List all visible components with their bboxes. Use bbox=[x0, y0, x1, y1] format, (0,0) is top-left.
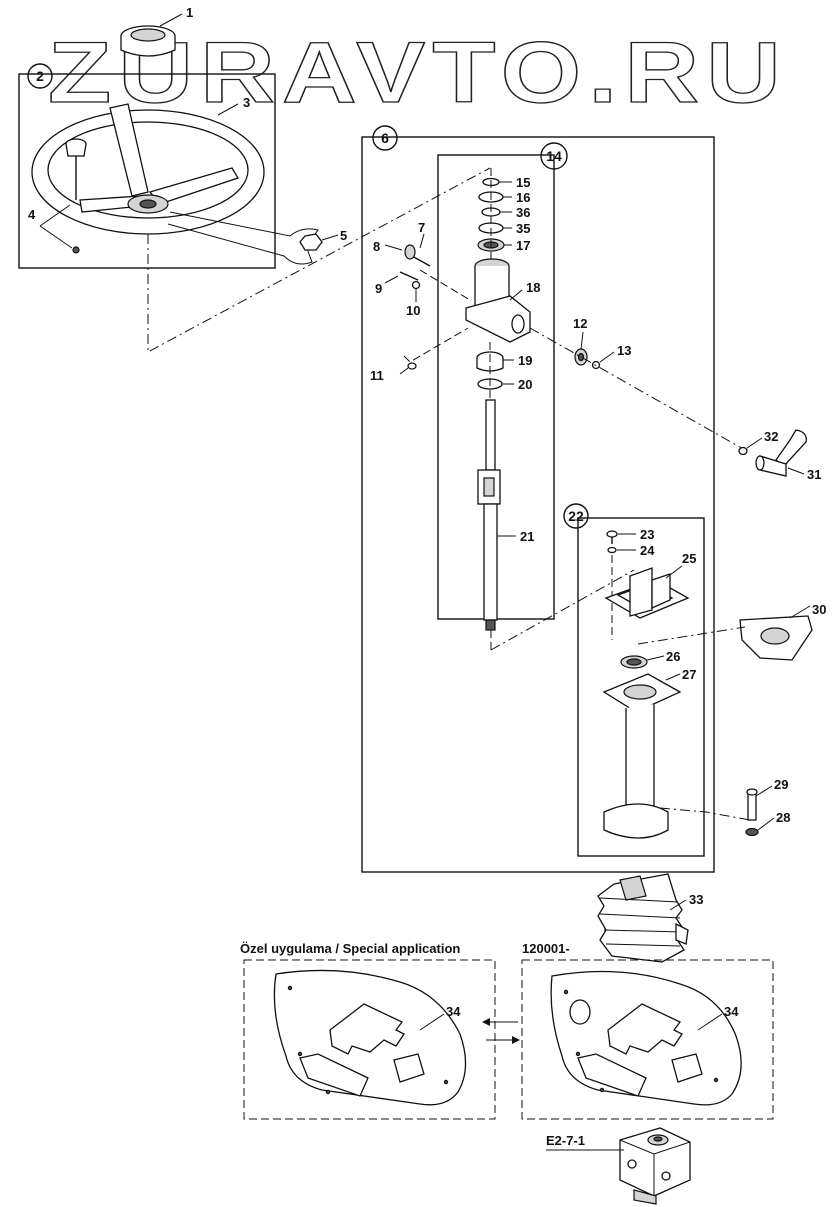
ring-part-20: 20 bbox=[477, 377, 532, 392]
washer-part-28: 28 bbox=[745, 810, 790, 837]
svg-text:12: 12 bbox=[573, 316, 587, 331]
ring-part-35: 35 bbox=[478, 221, 530, 236]
cover-plate-part-34-right: 34 bbox=[550, 970, 742, 1106]
tilt-lever-part-31: 31 bbox=[755, 429, 821, 482]
group-22-frame bbox=[577, 517, 705, 857]
plate-part-30: 30 bbox=[739, 602, 826, 661]
svg-text:5: 5 bbox=[340, 228, 347, 243]
link-lever bbox=[529, 327, 746, 451]
serial-caption: 120001- bbox=[522, 941, 570, 956]
link-pins-housing bbox=[419, 269, 471, 301]
group-14-callout: 14 bbox=[540, 142, 568, 170]
special-application-caption: Özel uygulama / Special application bbox=[240, 941, 460, 956]
svg-text:16: 16 bbox=[516, 190, 530, 205]
svg-text:14: 14 bbox=[546, 148, 562, 164]
svg-text:28: 28 bbox=[776, 810, 790, 825]
svg-text:11: 11 bbox=[370, 368, 384, 383]
link-shaft-base bbox=[490, 569, 635, 651]
svg-text:17: 17 bbox=[516, 238, 530, 253]
screw-part-9: 9 bbox=[375, 271, 419, 296]
spinner-knob: 4 bbox=[28, 138, 87, 254]
valve-reference: E2-7-1 bbox=[546, 1133, 585, 1148]
svg-text:22: 22 bbox=[568, 508, 584, 524]
svg-text:21: 21 bbox=[520, 529, 534, 544]
svg-text:8: 8 bbox=[373, 239, 380, 254]
bolt-part-29: 29 bbox=[746, 777, 788, 821]
svg-text:4: 4 bbox=[28, 207, 36, 222]
svg-text:27: 27 bbox=[682, 667, 696, 682]
group-6-frame bbox=[361, 136, 715, 873]
svg-text:9: 9 bbox=[375, 281, 382, 296]
group-22-callout: 22 bbox=[563, 503, 589, 529]
svg-text:31: 31 bbox=[807, 467, 821, 482]
washer-part-8: 8 bbox=[373, 239, 416, 260]
svg-text:32: 32 bbox=[764, 429, 778, 444]
steering-valve: E2-7-1 bbox=[546, 1127, 691, 1205]
washer-part-10: 10 bbox=[406, 280, 420, 318]
serial-panel-frame bbox=[521, 959, 774, 1120]
link-nut-11 bbox=[403, 327, 469, 363]
svg-text:18: 18 bbox=[526, 280, 540, 295]
steering-shaft-part-21: 21 bbox=[477, 399, 534, 631]
svg-text:20: 20 bbox=[518, 377, 532, 392]
svg-text:19: 19 bbox=[518, 353, 532, 368]
svg-text:26: 26 bbox=[666, 649, 680, 664]
steering-wheel-part-3: 3 bbox=[31, 95, 265, 235]
svg-text:3: 3 bbox=[243, 95, 250, 110]
svg-text:13: 13 bbox=[617, 343, 631, 358]
svg-text:34: 34 bbox=[724, 1004, 739, 1019]
svg-text:29: 29 bbox=[774, 777, 788, 792]
svg-text:6: 6 bbox=[381, 130, 389, 146]
bracket-part-25: 25 bbox=[604, 551, 696, 619]
washer-part-24: 24 bbox=[607, 543, 655, 558]
bearing-part-17: 17 bbox=[477, 238, 530, 253]
svg-text:10: 10 bbox=[406, 303, 420, 318]
svg-text:23: 23 bbox=[640, 527, 654, 542]
svg-text:2: 2 bbox=[36, 68, 44, 84]
svg-text:15: 15 bbox=[516, 175, 530, 190]
ring-part-16: 16 bbox=[478, 190, 530, 205]
nut-part-11: 11 bbox=[370, 362, 417, 383]
bolt-part-23: 23 bbox=[606, 527, 654, 544]
link-plate-30 bbox=[637, 626, 746, 645]
link-base-bolt bbox=[659, 807, 751, 821]
svg-text:25: 25 bbox=[682, 551, 696, 566]
bolt-part-7: 7 bbox=[411, 220, 431, 267]
group-2-frame bbox=[18, 73, 276, 269]
svg-text:34: 34 bbox=[446, 1004, 461, 1019]
svg-text:33: 33 bbox=[689, 892, 703, 907]
bellows-boot-part-33: 33 bbox=[597, 873, 703, 963]
ring-part-15: 15 bbox=[482, 175, 530, 190]
ring-part-36: 36 bbox=[481, 205, 530, 220]
column-housing-part-18: 18 bbox=[465, 258, 540, 343]
svg-text:36: 36 bbox=[516, 205, 530, 220]
bearing-part-26: 26 bbox=[620, 649, 680, 669]
bushing-part-32: 32 bbox=[738, 429, 778, 456]
group-6-callout: 6 bbox=[372, 125, 398, 151]
pedestal-part-27: 27 bbox=[602, 667, 696, 839]
bushing-part-12: 12 bbox=[573, 316, 588, 366]
svg-text:35: 35 bbox=[516, 221, 530, 236]
nut-part-5: 5 bbox=[167, 211, 347, 265]
svg-text:24: 24 bbox=[640, 543, 655, 558]
svg-text:30: 30 bbox=[812, 602, 826, 617]
panel-arrows bbox=[482, 1018, 520, 1044]
bushing-part-19: 19 bbox=[476, 351, 532, 372]
group-2-callout: 2 bbox=[27, 63, 53, 89]
svg-text:7: 7 bbox=[418, 220, 425, 235]
cover-plate-part-34-left: 34 bbox=[273, 969, 467, 1106]
cap-part-1: 1 bbox=[120, 5, 193, 57]
svg-text:1: 1 bbox=[186, 5, 193, 20]
pin-part-13: 13 bbox=[591, 343, 631, 370]
